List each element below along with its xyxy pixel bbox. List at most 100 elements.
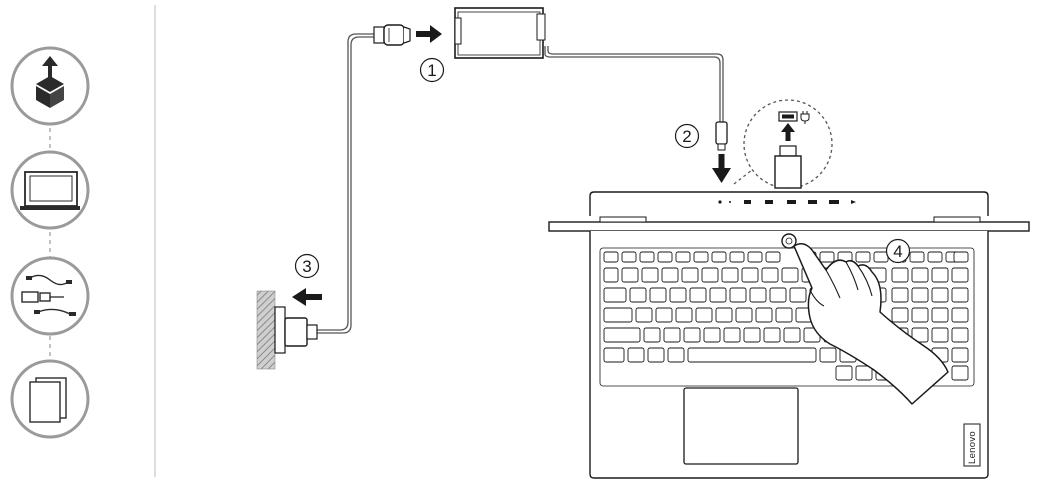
keyboard-key	[627, 347, 645, 363]
keyboard-key	[663, 327, 681, 343]
sidebar	[10, 5, 156, 477]
keyboard-key	[603, 307, 633, 323]
keyboard-key	[709, 287, 727, 303]
keyboard-key	[951, 365, 969, 381]
keyboard-key	[635, 307, 653, 323]
keyboard-key	[747, 251, 763, 263]
keyboard-key	[911, 327, 929, 343]
keyboard-key	[749, 287, 767, 303]
keyboard-key	[931, 267, 949, 283]
keyboard-key	[891, 307, 909, 323]
keyboard-key	[769, 287, 787, 303]
keyboard-key	[667, 347, 685, 363]
keyboard-key	[931, 287, 949, 303]
keyboard-key	[755, 307, 773, 323]
keyboard-key	[789, 287, 807, 303]
keyboard-key	[721, 267, 739, 283]
keyboard-key	[629, 287, 647, 303]
step-1-marker: 1	[419, 57, 445, 83]
dc-plug	[715, 121, 728, 151]
keyboard-key	[661, 267, 679, 283]
rear-ports	[718, 200, 856, 204]
keyboard-key	[647, 347, 665, 363]
keyboard-key	[911, 287, 929, 303]
keyboard-key	[781, 267, 799, 283]
keyboard-key	[891, 287, 909, 303]
keyboard-key	[701, 267, 719, 283]
brand-logo-plate: Lenovo	[963, 423, 981, 467]
keyboard-key	[643, 327, 661, 343]
unbox-icon	[10, 46, 90, 126]
power-plug-icon	[800, 111, 810, 124]
keyboard-key	[741, 267, 759, 283]
keyboard-key	[931, 327, 949, 343]
keyboard-key	[911, 307, 929, 323]
step-3-number: 3	[302, 257, 311, 276]
keyboard-key	[703, 327, 721, 343]
laptop: Lenovo	[548, 191, 1030, 479]
keyboard-key	[783, 327, 801, 343]
keyboard-key	[693, 251, 709, 263]
keyboard-key	[657, 251, 673, 263]
keyboard-key	[669, 287, 687, 303]
keyboard-key	[911, 267, 929, 283]
keyboard-key	[729, 287, 747, 303]
keyboard-key	[621, 251, 637, 263]
keyboard-key	[761, 267, 779, 283]
power-cable	[316, 33, 724, 334]
keyboard-key	[927, 251, 943, 263]
cables-adapter-icon	[10, 256, 90, 336]
keyboard-key	[689, 287, 707, 303]
arrow-down-icon	[712, 154, 731, 183]
keyboard-key	[873, 251, 889, 263]
keyboard-key	[695, 307, 713, 323]
keyboard-key	[683, 327, 701, 343]
keyboard-key	[641, 267, 659, 283]
keyboard-key	[951, 327, 969, 343]
port-detail-zoom	[733, 99, 833, 189]
arrow-right-icon	[416, 25, 442, 43]
keyboard-key	[931, 307, 949, 323]
keyboard-key	[891, 267, 909, 283]
keyboard-key	[763, 327, 781, 343]
keyboard-key	[621, 267, 639, 283]
keyboard	[599, 247, 975, 387]
keyboard-key	[951, 347, 969, 363]
keyboard-key	[775, 307, 793, 323]
keyboard-key	[735, 307, 753, 323]
step-2-marker: 2	[674, 123, 700, 149]
keyboard-key	[675, 251, 691, 263]
keyboard-key	[675, 307, 693, 323]
step-4-marker: 4	[885, 238, 911, 264]
keyboard-key	[681, 267, 699, 283]
keyboard-key	[603, 287, 627, 303]
keyboard-key	[951, 287, 969, 303]
ac-connector	[373, 24, 411, 46]
keyboard-key	[855, 251, 871, 263]
keyboard-key	[765, 251, 781, 263]
touchpad[interactable]	[683, 387, 799, 465]
keyboard-key	[835, 365, 853, 381]
arrow-left-icon	[292, 288, 322, 306]
keyboard-key	[909, 251, 925, 263]
keyboard-key	[603, 251, 619, 263]
power-adapter	[454, 7, 546, 59]
keyboard-key	[603, 327, 641, 343]
step-1-number: 1	[427, 61, 436, 80]
step-2-number: 2	[682, 127, 691, 146]
keyboard-key	[603, 347, 625, 363]
keyboard-key	[855, 365, 873, 381]
hand-pressing-power	[793, 243, 949, 405]
keyboard-key	[655, 307, 673, 323]
keyboard-key	[639, 251, 655, 263]
keyboard-frame	[599, 247, 975, 387]
keyboard-key	[649, 287, 667, 303]
keyboard-key	[951, 307, 969, 323]
keyboard-key	[819, 347, 837, 363]
laptop-icon	[10, 150, 90, 230]
wall-outlet	[256, 290, 318, 370]
keyboard-key	[819, 251, 835, 263]
keyboard-key	[729, 251, 745, 263]
step-3-marker: 3	[294, 253, 320, 279]
